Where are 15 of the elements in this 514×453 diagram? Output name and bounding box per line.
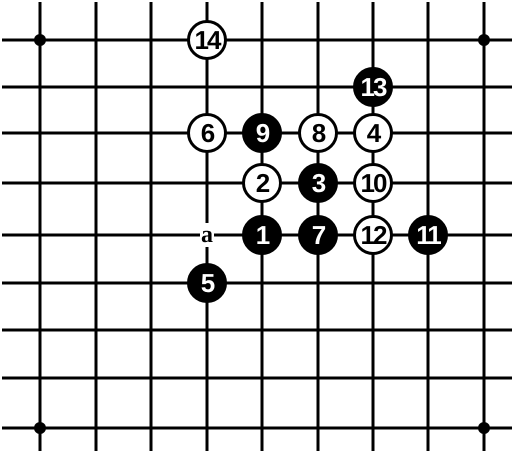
go-stone: 5 bbox=[187, 263, 227, 303]
go-stone: 12 bbox=[353, 215, 393, 255]
go-stone: 8 bbox=[298, 113, 338, 153]
go-stone: 4 bbox=[353, 113, 393, 153]
point-label: a bbox=[200, 223, 214, 247]
go-stone: 3 bbox=[298, 163, 338, 203]
go-stone: 10 bbox=[353, 163, 393, 203]
go-stone: 14 bbox=[187, 20, 227, 60]
go-stone: 2 bbox=[242, 163, 282, 203]
go-stone: 13 bbox=[353, 67, 393, 107]
go-stone: 7 bbox=[298, 215, 338, 255]
go-stone: 6 bbox=[187, 113, 227, 153]
go-stone: 1 bbox=[242, 215, 282, 255]
go-stone: 9 bbox=[242, 113, 282, 153]
go-stone: 11 bbox=[408, 215, 448, 255]
